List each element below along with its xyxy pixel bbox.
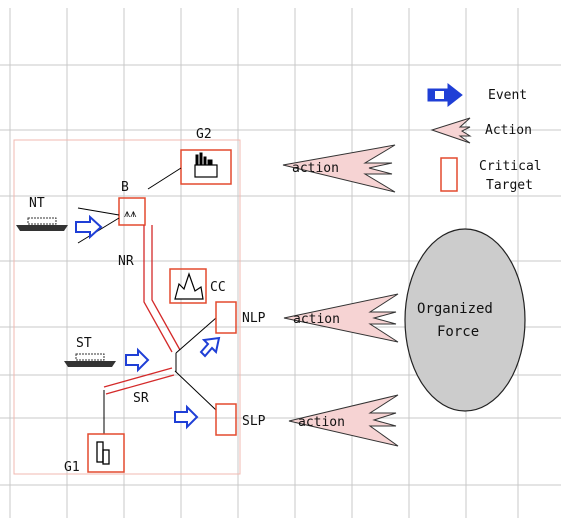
slp-target: [216, 404, 236, 435]
event-arrow-st-icon: [126, 350, 148, 370]
sight-line-nt-upper: [78, 208, 119, 215]
cc-label: CC: [210, 280, 226, 295]
b-label: B: [121, 180, 129, 195]
g2-label: G2: [196, 127, 212, 142]
legend-action-label: Action: [485, 123, 532, 138]
g1-label: G1: [64, 460, 80, 475]
action-arrow-top: action: [283, 145, 395, 192]
action-label-top: action: [292, 161, 339, 176]
ship-icon-st: [64, 354, 116, 367]
g1-target: [88, 434, 124, 472]
legend-event-arrow-icon: [428, 84, 462, 106]
legend: Event Action Critical Target: [428, 84, 542, 193]
nlp-label: NLP: [242, 311, 266, 326]
action-arrow-middle: action: [284, 294, 398, 342]
event-arrow-slp-icon: [175, 407, 197, 427]
action-label-bottom: action: [298, 415, 345, 430]
link-b-g2: [148, 168, 181, 189]
sr-label: SR: [133, 391, 149, 406]
bridge-icon: ⩚⩚: [124, 207, 136, 220]
nt-label: NT: [29, 196, 45, 211]
road-nr: [144, 225, 180, 352]
command-center-icon: [175, 274, 203, 299]
st-label: ST: [76, 336, 92, 351]
legend-event-label: Event: [488, 88, 527, 103]
factory-icon: [195, 153, 217, 177]
ship-icon-nt: [16, 218, 68, 231]
action-arrow-bottom: action: [289, 395, 398, 446]
nlp-target: [216, 302, 236, 333]
power-plant-icon: [97, 442, 109, 464]
organized-force-ellipse: [405, 229, 525, 411]
event-arrow-nt-icon: [76, 217, 101, 237]
nr-label: NR: [118, 254, 134, 269]
legend-critical-target-label-1: Critical: [479, 159, 542, 174]
slp-label: SLP: [242, 414, 266, 429]
legend-critical-target-icon: [441, 158, 457, 191]
event-arrow-nlp-icon: [201, 338, 219, 356]
organized-force-label-1: Organized: [417, 301, 493, 317]
organized-force-label-2: Force: [437, 324, 479, 340]
legend-critical-target-label-2: Target: [486, 178, 533, 193]
action-label-middle: action: [293, 312, 340, 327]
